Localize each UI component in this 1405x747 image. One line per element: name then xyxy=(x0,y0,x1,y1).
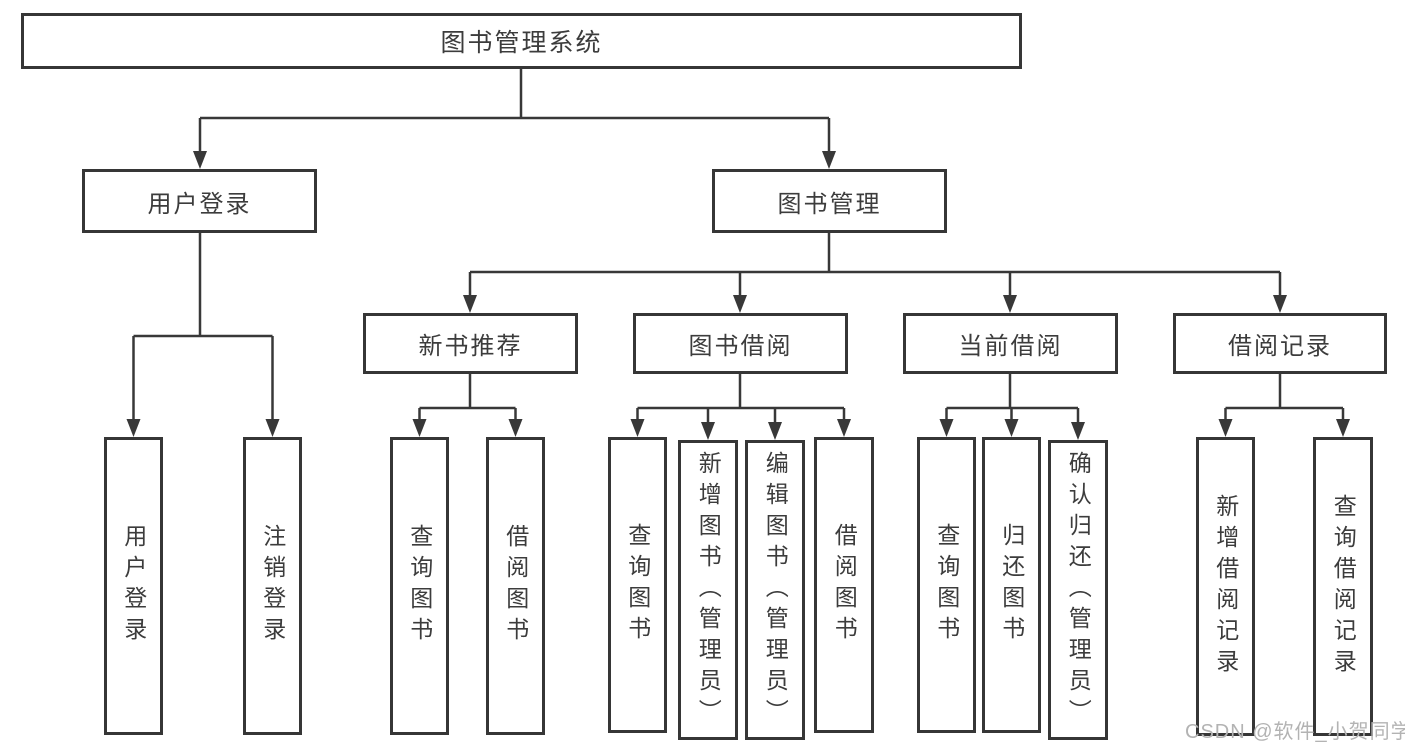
leaf-query-borrow-record: 查询借阅记录 xyxy=(1313,437,1373,736)
leaf-label: 用户登录 xyxy=(120,524,147,648)
node-label: 当前借阅 xyxy=(958,333,1063,360)
leaf-user-login: 用户登录 xyxy=(104,437,163,735)
leaf-label: 借阅图书 xyxy=(831,523,858,647)
node-label: 新书推荐 xyxy=(418,333,523,360)
node-borrowing-records: 借阅记录 xyxy=(1173,313,1387,374)
leaf-logout: 注销登录 xyxy=(243,437,302,735)
leaf-label: 归还图书 xyxy=(998,523,1025,647)
node-label: 图书管理系统 xyxy=(440,29,603,57)
leaf-query-books-borrowing: 查询图书 xyxy=(608,437,667,733)
leaf-add-book-admin: 新增图书（管理员） xyxy=(678,440,738,740)
leaf-label: 查询图书 xyxy=(624,523,651,647)
leaf-borrow-books-borrowing: 借阅图书 xyxy=(814,437,874,733)
csdn-watermark: CSDN @软件_小贺同学 xyxy=(1185,721,1405,743)
node-new-book-recommend: 新书推荐 xyxy=(363,313,578,374)
node-user-login: 用户登录 xyxy=(82,169,317,233)
leaf-label: 查询借阅记录 xyxy=(1330,493,1357,680)
node-library-management-system: 图书管理系统 xyxy=(21,13,1022,69)
leaf-label: 编辑图书（管理员） xyxy=(762,450,789,730)
leaf-label: 借阅图书 xyxy=(502,524,529,648)
leaf-confirm-return-admin: 确认归还（管理员） xyxy=(1048,440,1108,740)
leaf-edit-book-admin: 编辑图书（管理员） xyxy=(745,440,805,740)
leaf-query-books-recommend: 查询图书 xyxy=(390,437,449,735)
node-label: 借阅记录 xyxy=(1228,333,1332,360)
node-label: 图书借阅 xyxy=(688,333,793,360)
leaf-add-borrow-record: 新增借阅记录 xyxy=(1196,437,1255,736)
leaf-label: 查询图书 xyxy=(406,524,433,648)
arrowheads xyxy=(126,151,1350,440)
leaf-label: 确认归还（管理员） xyxy=(1065,450,1092,730)
leaf-label: 新增借阅记录 xyxy=(1212,493,1239,680)
leaf-label: 注销登录 xyxy=(259,524,286,648)
node-current-borrowing: 当前借阅 xyxy=(903,313,1118,374)
leaf-return-books: 归还图书 xyxy=(982,437,1041,733)
node-label: 图书管理 xyxy=(777,190,882,218)
leaf-label: 新增图书（管理员） xyxy=(695,450,722,730)
leaf-query-books-current: 查询图书 xyxy=(917,437,976,733)
node-book-management: 图书管理 xyxy=(712,169,947,233)
leaf-borrow-books-recommend: 借阅图书 xyxy=(486,437,545,735)
node-label: 用户登录 xyxy=(147,190,252,218)
leaf-label: 查询图书 xyxy=(933,523,960,647)
node-book-borrowing: 图书借阅 xyxy=(633,313,848,374)
